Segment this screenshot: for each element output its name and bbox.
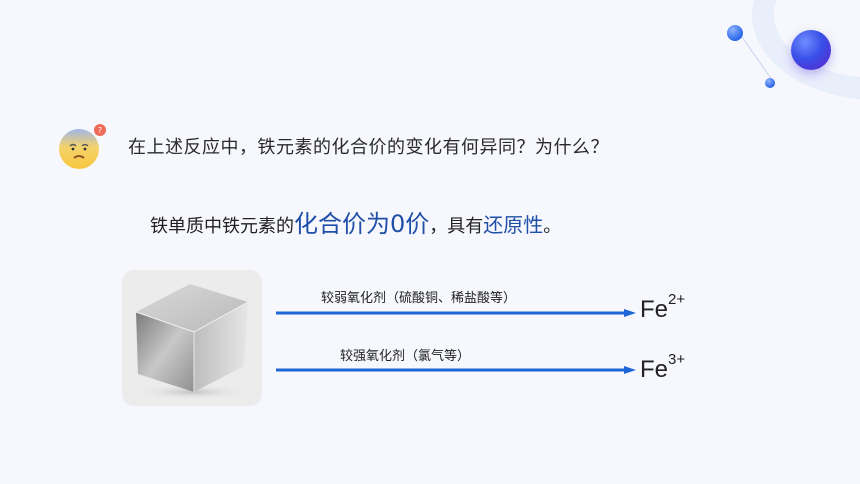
confused-face-icon: ? [59,124,106,169]
question-text: 在上述反应中，铁元素的化合价的变化有何异同？为什么？ [128,137,609,158]
fe2-charge: 2+ [668,291,686,308]
decorative-ball-tiny [765,78,775,88]
fe3-element: Fe [640,356,669,383]
decorative-ball-small [727,25,743,41]
fe3-ion: Fe3+ [640,351,685,384]
answer-part-2: ，具有 [429,216,484,237]
answer-line: 铁单质中铁元素的 化合价为0价 ，具有 还原性 。 [150,204,561,240]
decorative-line [739,34,773,81]
decorative-ball-large [791,30,831,70]
fe3-charge: 3+ [668,351,686,368]
iron-cube-image [122,270,262,406]
svg-text:?: ? [98,126,102,135]
answer-part-1: 铁单质中铁元素的 [150,216,294,237]
reaction-arrow-strong [276,366,636,374]
answer-highlight-reducibility: 还原性 [483,213,544,237]
answer-highlight-valence: 化合价为0价 [294,210,430,238]
fe2-ion: Fe2+ [640,291,685,324]
weak-oxidant-label: 较弱氧化剂（硫酸铜、稀盐酸等） [321,291,517,306]
reaction-arrow-weak [276,309,636,317]
answer-part-3: 。 [543,216,562,237]
fe2-element: Fe [640,296,669,323]
strong-oxidant-label: 较强氧化剂（氯气等） [340,349,471,364]
